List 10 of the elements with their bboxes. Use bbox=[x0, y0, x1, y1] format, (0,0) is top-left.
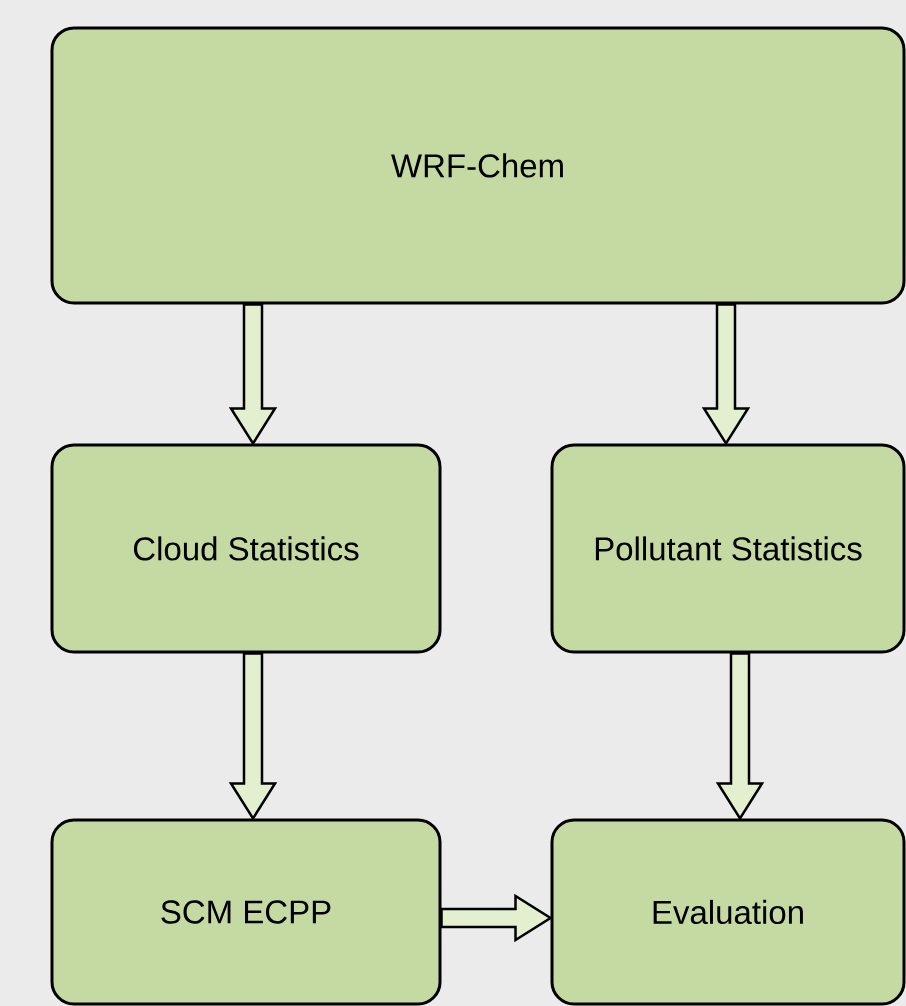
block-arrow bbox=[701, 303, 751, 446]
process-box: SCM ECPP bbox=[50, 818, 442, 1006]
block-arrow bbox=[228, 652, 278, 821]
process-box: WRF-Chem bbox=[50, 26, 906, 305]
block-arrow bbox=[440, 893, 553, 943]
process-box: Cloud Statistics bbox=[50, 443, 442, 654]
block-arrow bbox=[228, 303, 278, 446]
block-arrow bbox=[715, 652, 765, 821]
process-box: Pollutant Statistics bbox=[550, 443, 906, 654]
process-box: Evaluation bbox=[550, 818, 906, 1006]
